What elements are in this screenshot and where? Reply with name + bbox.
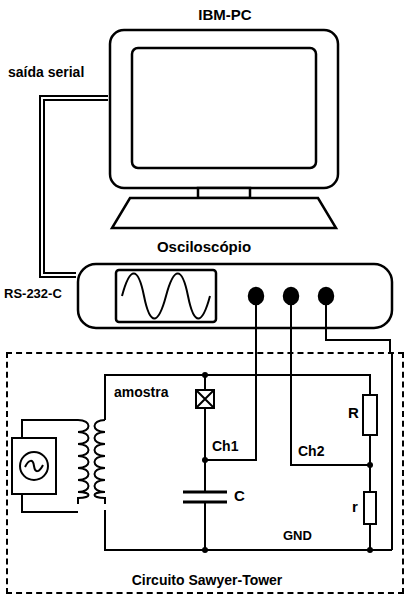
resistor-symbol <box>364 492 376 524</box>
ac-tilde <box>25 461 43 471</box>
sample-wire <box>204 408 206 492</box>
signal-name: Ch2 <box>298 443 324 459</box>
probe-wire <box>256 330 257 352</box>
source-box <box>12 438 56 494</box>
serial-cable <box>42 98 108 275</box>
junction-dot <box>202 547 208 553</box>
probe-wire <box>326 330 390 352</box>
signal-name: Ch1 <box>212 438 238 454</box>
junction-dot <box>367 547 373 553</box>
computer-monitor: IBM-PC <box>95 4 355 236</box>
junction-dot <box>202 457 208 463</box>
junction-dot <box>367 462 373 468</box>
ac-source <box>20 452 48 480</box>
secondary-coil <box>95 420 106 504</box>
oscilloscope-outline <box>76 262 394 330</box>
edge-label: saída serial <box>8 64 84 80</box>
pin-name: GND <box>283 529 312 544</box>
part-name: R <box>348 404 359 421</box>
computer-monitor-outline <box>108 28 340 232</box>
node-title: IBM-PC <box>198 6 251 23</box>
resistor-wire <box>369 524 371 550</box>
probe-wire <box>291 330 292 352</box>
sample <box>196 390 214 408</box>
sample-cross <box>196 390 214 408</box>
capacitor-wire <box>204 502 206 550</box>
node-title: Circuito Sawyer-Tower <box>132 572 283 588</box>
part-name: r <box>352 498 358 515</box>
primary-coil <box>78 420 89 504</box>
gnd-wire <box>391 352 393 550</box>
node-title: Osciloscópio <box>157 238 251 255</box>
resistor-symbol <box>363 395 377 435</box>
capacitor-plate <box>183 491 227 494</box>
junction-dot <box>202 372 208 378</box>
part-name: C <box>234 487 245 504</box>
ch2-wire <box>291 352 370 465</box>
circuit-region: Circuito Sawyer-Tower <box>6 352 404 594</box>
bottom-wire <box>105 510 392 550</box>
port-label: RS-232-C <box>4 287 62 302</box>
oscilloscope: OsciloscópioRS-232-C <box>4 238 400 334</box>
sample-label: amostra <box>114 384 168 400</box>
top-wire <box>105 375 370 420</box>
